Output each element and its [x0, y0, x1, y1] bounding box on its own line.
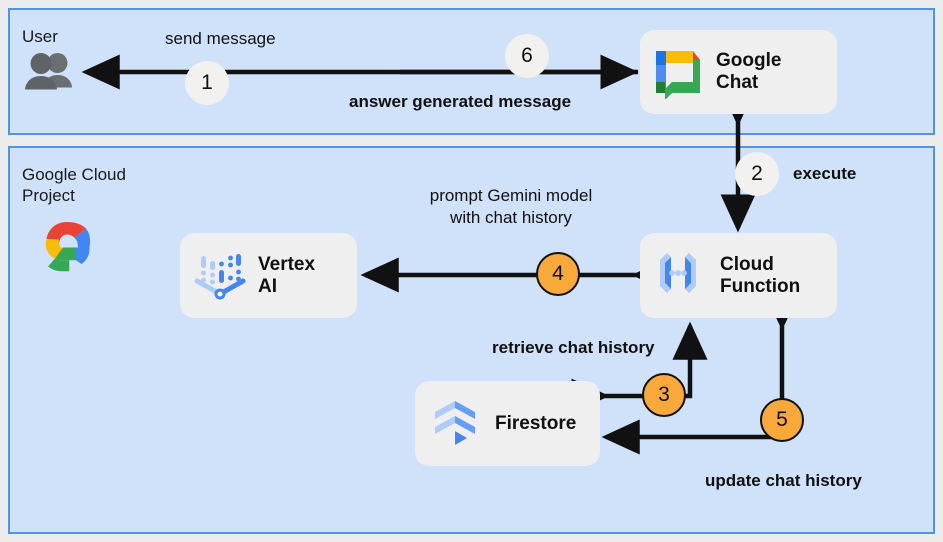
users-icon	[22, 52, 78, 97]
service-box-cloud-function[interactable]: Cloud Function	[640, 233, 837, 318]
service-label-vertex-ai: Vertex AI	[258, 253, 316, 297]
label-prompt-gemini-model: prompt Gemini model with chat history	[429, 186, 593, 228]
step-badge-1: 1	[185, 61, 229, 105]
step-badge-6: 6	[505, 34, 549, 78]
label-send-message: send message	[165, 29, 276, 48]
google-cloud-logo	[36, 220, 98, 281]
step-badge-5: 5	[760, 398, 804, 442]
service-box-google-chat[interactable]: Google Chat	[640, 30, 837, 114]
label-retrieve-chat-history: retrieve chat history	[492, 338, 655, 357]
vertex-ai-icon	[190, 244, 248, 307]
service-box-firestore[interactable]: Firestore	[415, 381, 600, 466]
step-badge-4: 4	[536, 252, 580, 296]
cloud-functions-icon	[650, 245, 706, 306]
service-box-vertex-ai[interactable]: Vertex AI	[180, 233, 357, 318]
panel-google-cloud-project-title: Google Cloud Project	[22, 165, 126, 206]
label-answer-generated-message: answer generated message	[349, 92, 572, 111]
service-label-firestore: Firestore	[495, 412, 577, 434]
service-label-google-chat: Google Chat	[716, 50, 782, 93]
step-badge-3: 3	[642, 373, 686, 417]
label-update-chat-history: update chat history	[705, 471, 862, 490]
label-execute: execute	[793, 164, 857, 183]
service-label-cloud-function: Cloud Function	[720, 253, 801, 297]
panel-user-title: User	[22, 27, 58, 46]
firestore-icon	[429, 395, 481, 452]
step-badge-2: 2	[735, 152, 779, 196]
google-chat-icon	[648, 41, 706, 104]
